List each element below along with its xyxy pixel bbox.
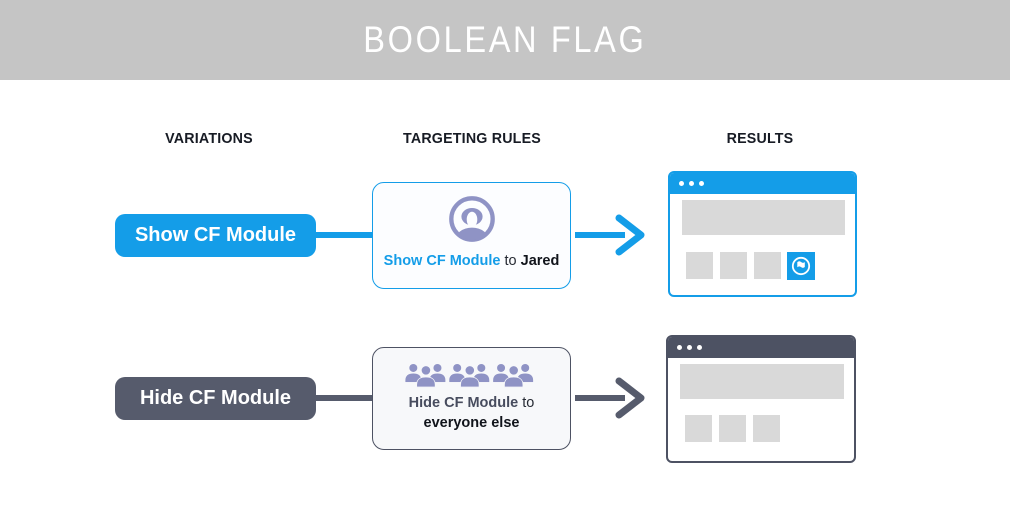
placeholder-square bbox=[686, 252, 713, 279]
connector-line bbox=[314, 232, 374, 238]
rule-text: Show CF Module to Jared bbox=[384, 253, 560, 269]
arrow-icon bbox=[575, 214, 645, 256]
placeholder-square bbox=[753, 415, 780, 442]
browser-titlebar bbox=[670, 173, 855, 194]
rule-connector: to bbox=[504, 253, 517, 269]
page-title: BOOLEAN FLAG bbox=[363, 19, 647, 60]
window-dot bbox=[697, 345, 702, 350]
placeholder-square bbox=[720, 252, 747, 279]
flag-circle-icon bbox=[791, 256, 811, 276]
targeting-rule-card-hide: Hide CF Module to everyone else bbox=[372, 347, 571, 450]
window-dot bbox=[699, 181, 704, 186]
rule-target: everyone else bbox=[423, 415, 520, 431]
rule-flag-name: Show CF Module bbox=[383, 253, 501, 269]
placeholder-square bbox=[685, 415, 712, 442]
column-header-results: RESULTS bbox=[726, 130, 794, 147]
column-header-targeting-rules: TARGETING RULES bbox=[403, 130, 541, 147]
rule-flag-name: Hide CF Module bbox=[408, 395, 519, 411]
targeting-rule-card-show: Show CF Module to Jared bbox=[372, 182, 571, 289]
column-header-variations: VARIATIONS bbox=[165, 130, 253, 147]
connector-line bbox=[314, 395, 374, 401]
result-browser-module-shown bbox=[668, 171, 857, 297]
arrow-icon bbox=[575, 377, 645, 419]
placeholder-square bbox=[754, 252, 781, 279]
rule-target: Jared bbox=[520, 253, 560, 269]
user-headset-icon bbox=[448, 196, 495, 242]
variation-pill-hide-cf-module: Hide CF Module bbox=[115, 377, 316, 420]
title-banner: BOOLEAN FLAG bbox=[0, 0, 1010, 80]
variation-pill-show-cf-module: Show CF Module bbox=[115, 214, 316, 257]
window-dot bbox=[689, 181, 694, 186]
window-dot bbox=[677, 345, 682, 350]
window-dot bbox=[687, 345, 692, 350]
cf-module-tile bbox=[787, 252, 815, 280]
placeholder-square bbox=[719, 415, 746, 442]
browser-titlebar bbox=[668, 337, 854, 358]
rule-connector: to bbox=[522, 395, 535, 411]
result-browser-module-hidden bbox=[666, 335, 856, 463]
placeholder-banner bbox=[680, 364, 844, 399]
window-dot bbox=[679, 181, 684, 186]
crowd-icon bbox=[404, 363, 533, 388]
placeholder-banner bbox=[682, 200, 845, 235]
rule-text-line-1: Hide CF Module to bbox=[409, 393, 535, 413]
rule-text: Hide CF Module to everyone else bbox=[409, 393, 535, 433]
